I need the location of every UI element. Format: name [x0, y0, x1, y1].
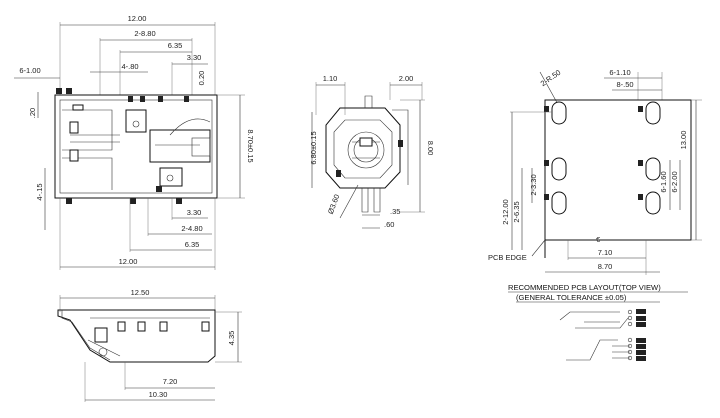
- dim-pad-pitch-top: 2-8.80: [134, 29, 155, 38]
- dim-pin-a: .35: [390, 207, 400, 216]
- pcb-slot-right-top: [645, 101, 661, 125]
- dim-bottom-small: 3.30: [187, 208, 202, 217]
- dim-slot-height: 8-.50: [616, 80, 633, 89]
- dim-right-b: 6-2.00: [670, 171, 679, 192]
- pcb-outline: [544, 99, 692, 241]
- side-jack-hole: [347, 131, 385, 169]
- pcb-layout-title: RECOMMENDED PCB LAYOUT(TOP VIEW): [508, 283, 661, 292]
- front-pad-3: [69, 121, 79, 134]
- dim-left-small: .20: [28, 108, 37, 118]
- pcb-slot-left-top: [551, 101, 567, 125]
- dim-left-pad: 6-1.00: [19, 66, 40, 75]
- pcb-edge-label: PCB EDGE: [488, 253, 527, 262]
- dim-bv-total: 10.30: [149, 390, 168, 399]
- dim-pin-pitch: 4-.80: [121, 62, 138, 71]
- dim-outer-height: 8.00: [426, 141, 435, 156]
- side-body-outline: [325, 107, 401, 189]
- dim-bv-width: 12.50: [131, 288, 150, 297]
- dim-pin-b: .60: [384, 220, 394, 229]
- bottom-view: 12.50 4.35 7.20 10.30: [57, 288, 242, 402]
- front-view: 12.00 2-8.80 6.35 3.30 0.20 4-.80 6-1.00…: [14, 14, 255, 270]
- dim-inner-width: 7.10: [598, 248, 613, 257]
- dim-small-pitch: 3.30: [187, 53, 202, 62]
- pin-schematic: [559, 309, 646, 361]
- side-view: 1.10 2.00 6.80±0.15 8.00 Ø3.60 .35 .60: [309, 74, 435, 229]
- front-pin-bottom: [159, 167, 183, 187]
- pcb-slot-right-bot: [645, 191, 661, 215]
- front-pad-2: [69, 149, 79, 162]
- dim-hole-dia: Ø3.60: [326, 193, 341, 215]
- dim-outer-width: 8.70: [598, 262, 613, 271]
- dim-bv-height: 4.35: [227, 331, 236, 346]
- dim-slot-width: 6-1.10: [609, 68, 630, 77]
- front-pad-1: [72, 104, 84, 111]
- dim-left-short: 2-3.30: [529, 174, 538, 195]
- dim-bottom-width: 12.00: [119, 257, 138, 266]
- dim-slot-small: 0.20: [197, 71, 206, 86]
- dim-radius: 2-R.50: [539, 68, 563, 88]
- dim-left-lower: 4-.15: [35, 183, 44, 200]
- pcb-slot-right-mid: [645, 157, 661, 181]
- dim-top-left: 1.10: [323, 74, 338, 83]
- pcb-layout-view: 2-R.50 6-1.10 8-.50 € 2-12.00 2-6.35 2-3…: [488, 68, 702, 361]
- pcb-center-mark: €: [596, 235, 601, 244]
- dim-inner-height: 6.80±0.15: [309, 131, 318, 164]
- dim-top-right: 2.00: [399, 74, 414, 83]
- dim-right-a: 6-1.60: [659, 171, 668, 192]
- dim-height: 8.70±0.15: [246, 129, 255, 162]
- dim-left-long: 2-12.00: [501, 199, 510, 224]
- dim-bottom-pitch: 2-4.80: [181, 224, 202, 233]
- dim-pcb-height: 13.00: [679, 131, 688, 150]
- pcb-slot-left-bot: [551, 191, 567, 215]
- dim-pad-offset: 6.35: [168, 41, 183, 50]
- dim-top-width: 12.00: [128, 14, 147, 23]
- pcb-slot-left-mid: [551, 157, 567, 181]
- dim-bv-inner: 7.20: [163, 377, 178, 386]
- dim-bottom-offset: 6.35: [185, 240, 200, 249]
- pcb-tolerance-note: (GENERAL TOLERANCE ±0.05): [516, 293, 627, 302]
- dim-left-mid: 2-6.35: [512, 201, 521, 222]
